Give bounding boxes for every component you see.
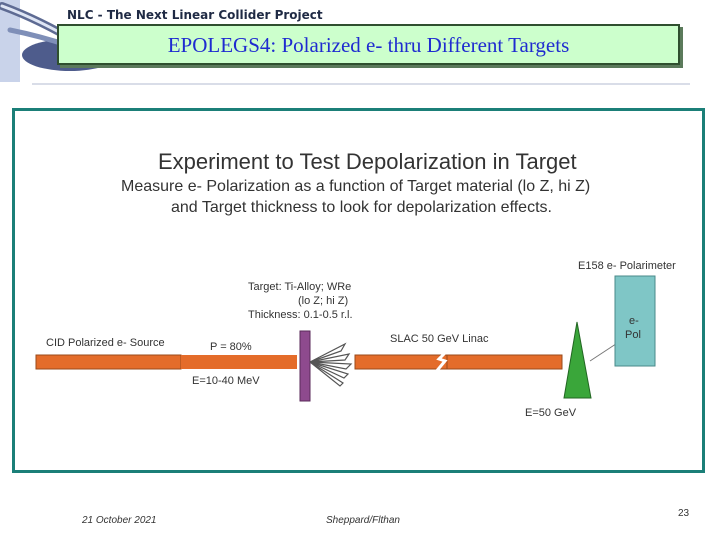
project-header: NLC - The Next Linear Collider Project — [67, 8, 323, 22]
scattering-fan — [309, 342, 353, 387]
diagram-subtitle-2: and Target thickness to look for depolar… — [171, 199, 552, 216]
diagram-panel: Experiment to Test Depolarization in Tar… — [12, 108, 705, 473]
polarimeter-box-label-2: Pol — [625, 329, 641, 341]
linac-label: SLAC 50 GeV Linac — [390, 333, 489, 345]
diagram-title: Experiment to Test Depolarization in Tar… — [158, 149, 577, 174]
logo-band — [0, 0, 20, 82]
target-label-1: Target: Ti-Alloy; WRe — [248, 281, 352, 293]
page-number: 23 — [678, 508, 690, 519]
beam-segment — [181, 355, 297, 369]
footer-authors: Sheppard/Flthan — [326, 515, 400, 526]
diagram-subtitle-1: Measure e- Polarization as a function of… — [121, 178, 591, 195]
target-label-2: (lo Z; hi Z) — [298, 295, 349, 307]
spectrometer-triangle — [563, 321, 592, 399]
target-slab — [299, 330, 311, 402]
slide-title-box: EPOLEGS4: Polarized e- thru Different Ta… — [57, 24, 680, 65]
target-label-3: Thickness: 0.1-0.5 r.l. — [248, 309, 353, 321]
linac-beam-left — [354, 354, 448, 370]
energy-in-label: E=10-40 MeV — [192, 375, 260, 387]
linac-beam-right — [446, 354, 563, 370]
polarimeter-label: E158 e- Polarimeter — [578, 260, 676, 272]
beamline-diagram — [35, 275, 656, 402]
linac-break — [433, 347, 451, 374]
source-label: CID Polarized e- Source — [46, 337, 165, 349]
header-divider — [32, 83, 690, 85]
polarization-label: P = 80% — [210, 341, 252, 353]
source-beam — [35, 354, 182, 370]
slide-title: EPOLEGS4: Polarized e- thru Different Ta… — [167, 33, 570, 57]
footer-date: 21 October 2021 — [82, 515, 157, 526]
polarimeter-box-label-1: e- — [629, 315, 639, 327]
polarimeter-box — [614, 275, 656, 367]
energy-out-label: E=50 GeV — [525, 407, 577, 419]
